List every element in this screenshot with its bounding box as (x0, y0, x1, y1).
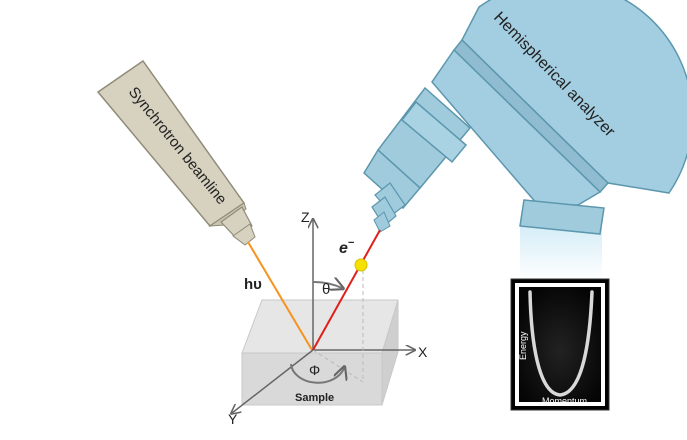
hemispherical-analyzer (363, 0, 687, 235)
electron-dot (354, 258, 368, 272)
axis-y-label: Y (228, 411, 238, 427)
axis-x-label: X (418, 344, 428, 360)
photon-label: hυ (244, 276, 262, 293)
beamline-label: Synchrotron beamline (125, 84, 230, 208)
momentum-axis-label: Momentum (542, 396, 587, 406)
phi-label: Φ (309, 362, 320, 378)
sample-label: Sample (295, 392, 334, 404)
phi-arc (290, 364, 344, 384)
theta-label: θ (322, 281, 330, 298)
electron-beam (312, 229, 381, 351)
band-dispersion-curve (528, 290, 594, 397)
sample-block (241, 299, 399, 406)
y-axis (232, 349, 314, 413)
synchrotron-beamline (96, 59, 256, 246)
analyzer-light-beam (520, 225, 602, 280)
energy-axis-label: Energy (518, 331, 528, 360)
photon-beam (247, 241, 313, 351)
electron-label: e− (339, 237, 355, 257)
axis-z-label: Z (301, 209, 310, 225)
theta-arc (312, 282, 342, 288)
arpes-spectrum-inset: Energy Momentum (510, 278, 610, 411)
